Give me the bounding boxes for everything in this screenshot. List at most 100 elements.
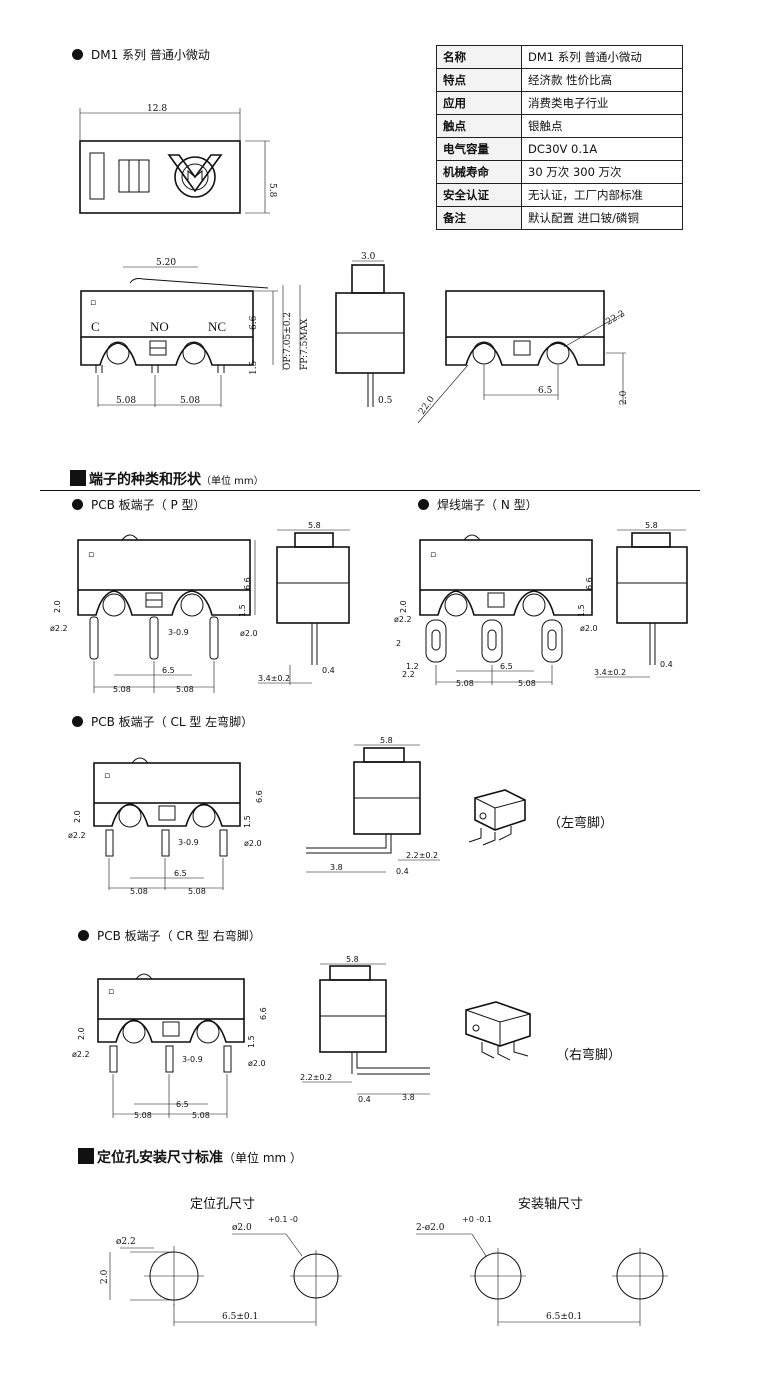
svg-text:6.6: 6.6 [259, 1007, 268, 1020]
series-heading: DM1 系列 普通小微动 [72, 46, 210, 63]
spec-row: 触点银触点 [436, 114, 683, 138]
svg-text:ø2.2: ø2.2 [394, 615, 412, 624]
spec-key: 应用 [436, 91, 522, 115]
spec-value: 银触点 [521, 114, 683, 138]
bullet-dot-icon [72, 499, 83, 510]
top-front-view: 12.8 5.8 [79, 104, 277, 214]
dim-height: 5.8 [267, 183, 277, 198]
svg-text:3.8: 3.8 [402, 1093, 415, 1102]
svg-text:1.5: 1.5 [243, 815, 252, 828]
svg-text:2.0: 2.0 [399, 600, 408, 613]
svg-text:5.8: 5.8 [346, 955, 359, 964]
svg-text:2.0: 2.0 [53, 600, 62, 613]
svg-text:22.2: 22.2 [605, 309, 627, 328]
spec-value: 无认证，工厂内部标准 [521, 183, 683, 207]
svg-text:+0.1 -0: +0.1 -0 [268, 1215, 298, 1224]
top-side-views: 5.20 ▫ C NO NC 5.08 5.08 6.6 1.5 OP:7.05… [80, 252, 629, 424]
mount-right-caption: 安装轴尺寸 [518, 1196, 583, 1211]
cr-type-3d-icon [465, 1001, 531, 1061]
spec-key: 触点 [436, 114, 522, 138]
svg-text:2.0: 2.0 [77, 1027, 86, 1040]
svg-text:5.08: 5.08 [180, 396, 200, 406]
svg-text:3-0.9: 3-0.9 [178, 838, 199, 847]
svg-text:ø2.2: ø2.2 [68, 831, 86, 840]
svg-text:5.20: 5.20 [156, 258, 176, 268]
svg-text:ø2.0: ø2.0 [240, 629, 258, 638]
spec-key: 安全认证 [436, 183, 522, 207]
svg-text:2.0: 2.0 [100, 1269, 110, 1284]
spec-row: 安全认证无认证，工厂内部标准 [436, 183, 683, 207]
svg-text:▫: ▫ [430, 550, 436, 560]
brand-logo-icon [167, 154, 223, 198]
svg-text:6.5: 6.5 [176, 1100, 189, 1109]
svg-text:3-0.9: 3-0.9 [168, 628, 189, 637]
svg-text:6.6: 6.6 [249, 315, 259, 330]
spec-value: DC30V 0.1A [521, 137, 683, 161]
svg-text:3.4±0.2: 3.4±0.2 [258, 674, 290, 683]
svg-text:1.5: 1.5 [577, 604, 586, 617]
svg-text:2.0: 2.0 [73, 810, 82, 823]
svg-text:3.0: 3.0 [361, 252, 376, 262]
cl-type-heading: PCB 板端子（ CL 型 左弯脚） [72, 713, 253, 730]
svg-text:▫: ▫ [90, 298, 96, 308]
svg-text:6.5: 6.5 [500, 662, 513, 671]
svg-text:5.08: 5.08 [176, 685, 194, 694]
svg-text:6.5±0.1: 6.5±0.1 [546, 1312, 582, 1322]
spec-value: DM1 系列 普通小微动 [521, 45, 683, 69]
svg-text:ø2.0: ø2.0 [580, 624, 598, 633]
svg-text:5.8: 5.8 [308, 521, 321, 530]
n-type-heading: 焊线端子（ N 型） [418, 496, 538, 513]
svg-text:0.4: 0.4 [358, 1095, 371, 1104]
svg-text:5.8: 5.8 [645, 521, 658, 530]
spec-row: 特点经济款 性价比高 [436, 68, 683, 92]
svg-text:ø2.0: ø2.0 [232, 1223, 252, 1233]
svg-text:2.2±0.2: 2.2±0.2 [406, 851, 438, 860]
mount-left-caption: 定位孔尺寸 [190, 1196, 255, 1211]
svg-text:▫: ▫ [104, 771, 110, 781]
svg-text:OP:7.05±0.2: OP:7.05±0.2 [283, 312, 293, 370]
svg-text:22.0: 22.0 [417, 394, 437, 416]
cl-type-note: （左弯脚） [548, 816, 614, 831]
square-bullet-icon [78, 1148, 94, 1164]
svg-text:1.2: 1.2 [406, 662, 419, 671]
svg-text:0.4: 0.4 [396, 867, 409, 876]
spec-key: 机械寿命 [436, 160, 522, 184]
svg-text:0.5: 0.5 [378, 396, 393, 406]
svg-text:5.08: 5.08 [456, 679, 474, 688]
svg-text:6.5±0.1: 6.5±0.1 [222, 1312, 258, 1322]
cl-type-3d-icon [468, 789, 526, 846]
svg-text:2.0: 2.0 [619, 390, 629, 405]
square-bullet-icon [70, 470, 86, 486]
svg-text:5.08: 5.08 [130, 887, 148, 896]
svg-text:ø2.2: ø2.2 [50, 624, 68, 633]
spec-key: 备注 [436, 206, 522, 230]
bullet-dot-icon [418, 499, 429, 510]
section-divider [40, 490, 700, 491]
svg-text:5.08: 5.08 [113, 685, 131, 694]
spec-value: 30 万次 300 万次 [521, 160, 683, 184]
svg-text:ø2.2: ø2.2 [72, 1050, 90, 1059]
spec-value: 默认配置 进口铍/磷铜 [521, 206, 683, 230]
spec-row: 应用消费类电子行业 [436, 91, 683, 115]
spec-key: 特点 [436, 68, 522, 92]
p-type-heading: PCB 板端子（ P 型） [72, 496, 206, 513]
svg-text:5.8: 5.8 [380, 736, 393, 745]
cr-type-note: （右弯脚） [556, 1048, 622, 1063]
spec-row: 备注默认配置 进口铍/磷铜 [436, 206, 683, 230]
svg-text:3-0.9: 3-0.9 [182, 1055, 203, 1064]
svg-text:ø2.2: ø2.2 [116, 1237, 136, 1247]
spec-value: 消费类电子行业 [521, 91, 683, 115]
svg-text:+0 -0.1: +0 -0.1 [462, 1215, 492, 1224]
svg-text:3.4±0.2: 3.4±0.2 [594, 668, 626, 677]
mount-section-title: 定位孔安装尺寸标准（单位 mm ） [78, 1147, 302, 1167]
svg-text:1.5: 1.5 [249, 360, 259, 375]
svg-text:6.6: 6.6 [255, 790, 264, 803]
svg-text:6.6: 6.6 [585, 577, 594, 590]
svg-text:▫: ▫ [88, 550, 94, 560]
dim-width: 12.8 [147, 104, 167, 114]
